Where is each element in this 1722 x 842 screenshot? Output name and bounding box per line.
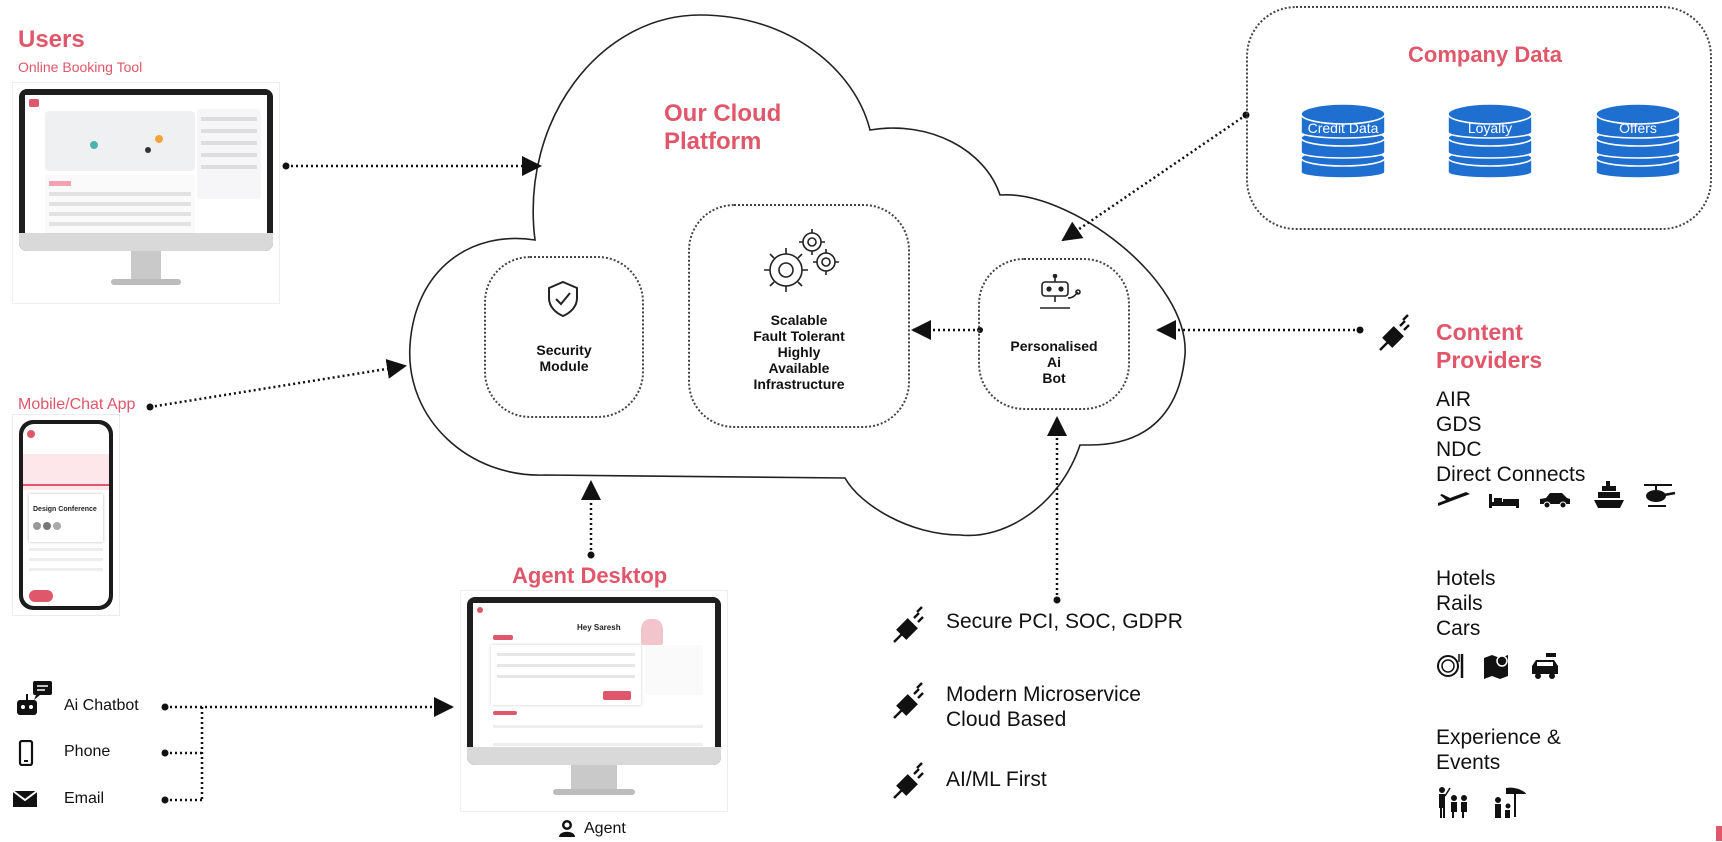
desktop-monitor-users xyxy=(12,82,280,304)
security-module-label: Security Module xyxy=(536,342,592,374)
content-providers-title: Content Providers xyxy=(1436,319,1543,373)
email-icon xyxy=(12,790,38,808)
cloud-title-line2: Platform xyxy=(664,128,762,155)
feature-plug-icon-2 xyxy=(892,682,926,720)
company-data-box xyxy=(1246,6,1712,230)
phone-event-title: Design Conference xyxy=(33,506,97,513)
shield-icon xyxy=(546,280,580,318)
beach-icon xyxy=(1492,784,1528,825)
infrastructure-box xyxy=(688,204,910,428)
company-data-title: Company Data xyxy=(1408,42,1563,67)
plug-icon xyxy=(1378,314,1412,352)
ai-bot-label: Personalised Ai Bot xyxy=(1010,338,1098,386)
car-icon xyxy=(1538,488,1572,515)
agent-icon xyxy=(558,819,576,837)
content-group-air: AIR GDS NDC Direct Connects xyxy=(1436,388,1586,486)
channel-ai-chatbot: Ai Chatbot xyxy=(64,697,139,714)
db-label-offers: Offers xyxy=(1619,120,1657,136)
feature-aiml: AI/ML First xyxy=(946,768,1047,791)
cruise-ship-icon xyxy=(1592,480,1626,515)
transport-icons xyxy=(1436,481,1676,515)
database-loyalty: Loyalty xyxy=(1446,100,1534,186)
users-subtitle: Online Booking Tool xyxy=(18,59,143,75)
taxi-icon xyxy=(1530,652,1560,685)
cloud-title-line1: Our Cloud xyxy=(664,100,782,127)
booking-tool-screen xyxy=(25,95,267,241)
desktop-greeting: Hey Saresh xyxy=(577,623,621,632)
airplane-icon xyxy=(1436,488,1472,515)
agent-desktop-monitor: Hey Saresh xyxy=(460,590,728,812)
feature-microservice: Modern Microservice Cloud Based xyxy=(946,683,1141,731)
lodging-icons xyxy=(1436,652,1576,682)
database-credit-data: Credit Data xyxy=(1299,100,1387,186)
content-group-experiences: Experience & Events xyxy=(1436,726,1561,774)
map-icon xyxy=(1482,652,1512,685)
corner-mark xyxy=(1716,826,1722,841)
experience-icons xyxy=(1436,784,1536,820)
mobile-phone: Design Conference xyxy=(12,414,120,616)
security-module-box xyxy=(484,256,644,418)
agent-label: Agent xyxy=(584,820,626,837)
feature-secure: Secure PCI, SOC, GDPR xyxy=(946,610,1183,633)
users-title: Users xyxy=(18,26,85,53)
world-map xyxy=(45,111,195,171)
connector-company-bot xyxy=(1061,113,1247,242)
channel-email: Email xyxy=(64,790,105,807)
phone-icon xyxy=(18,739,34,767)
feature-plug-icon-1 xyxy=(892,606,926,644)
channel-phone: Phone xyxy=(64,743,111,760)
bed-icon xyxy=(1488,488,1520,515)
infrastructure-label: Scalable Fault Tolerant Highly Available… xyxy=(753,312,845,392)
agent-desktop-title: Agent Desktop xyxy=(512,563,668,588)
ai-bot-box xyxy=(978,258,1130,410)
chatbot-icon xyxy=(14,680,54,718)
robot-icon xyxy=(1038,273,1082,314)
tour-group-icon xyxy=(1436,784,1472,825)
connector-mobile-cloud xyxy=(149,358,407,409)
db-label-credit-data: Credit Data xyxy=(1307,120,1379,136)
db-label-loyalty: Loyalty xyxy=(1467,120,1513,136)
mobile-title: Mobile/Chat App xyxy=(18,396,136,413)
feature-plug-icon-3 xyxy=(892,762,926,800)
database-offers: Offers xyxy=(1594,100,1682,186)
helicopter-icon xyxy=(1642,482,1676,515)
content-group-hotels: Hotels Rails Cars xyxy=(1436,567,1496,640)
dining-icon xyxy=(1436,652,1466,685)
gears-icon xyxy=(756,226,840,298)
